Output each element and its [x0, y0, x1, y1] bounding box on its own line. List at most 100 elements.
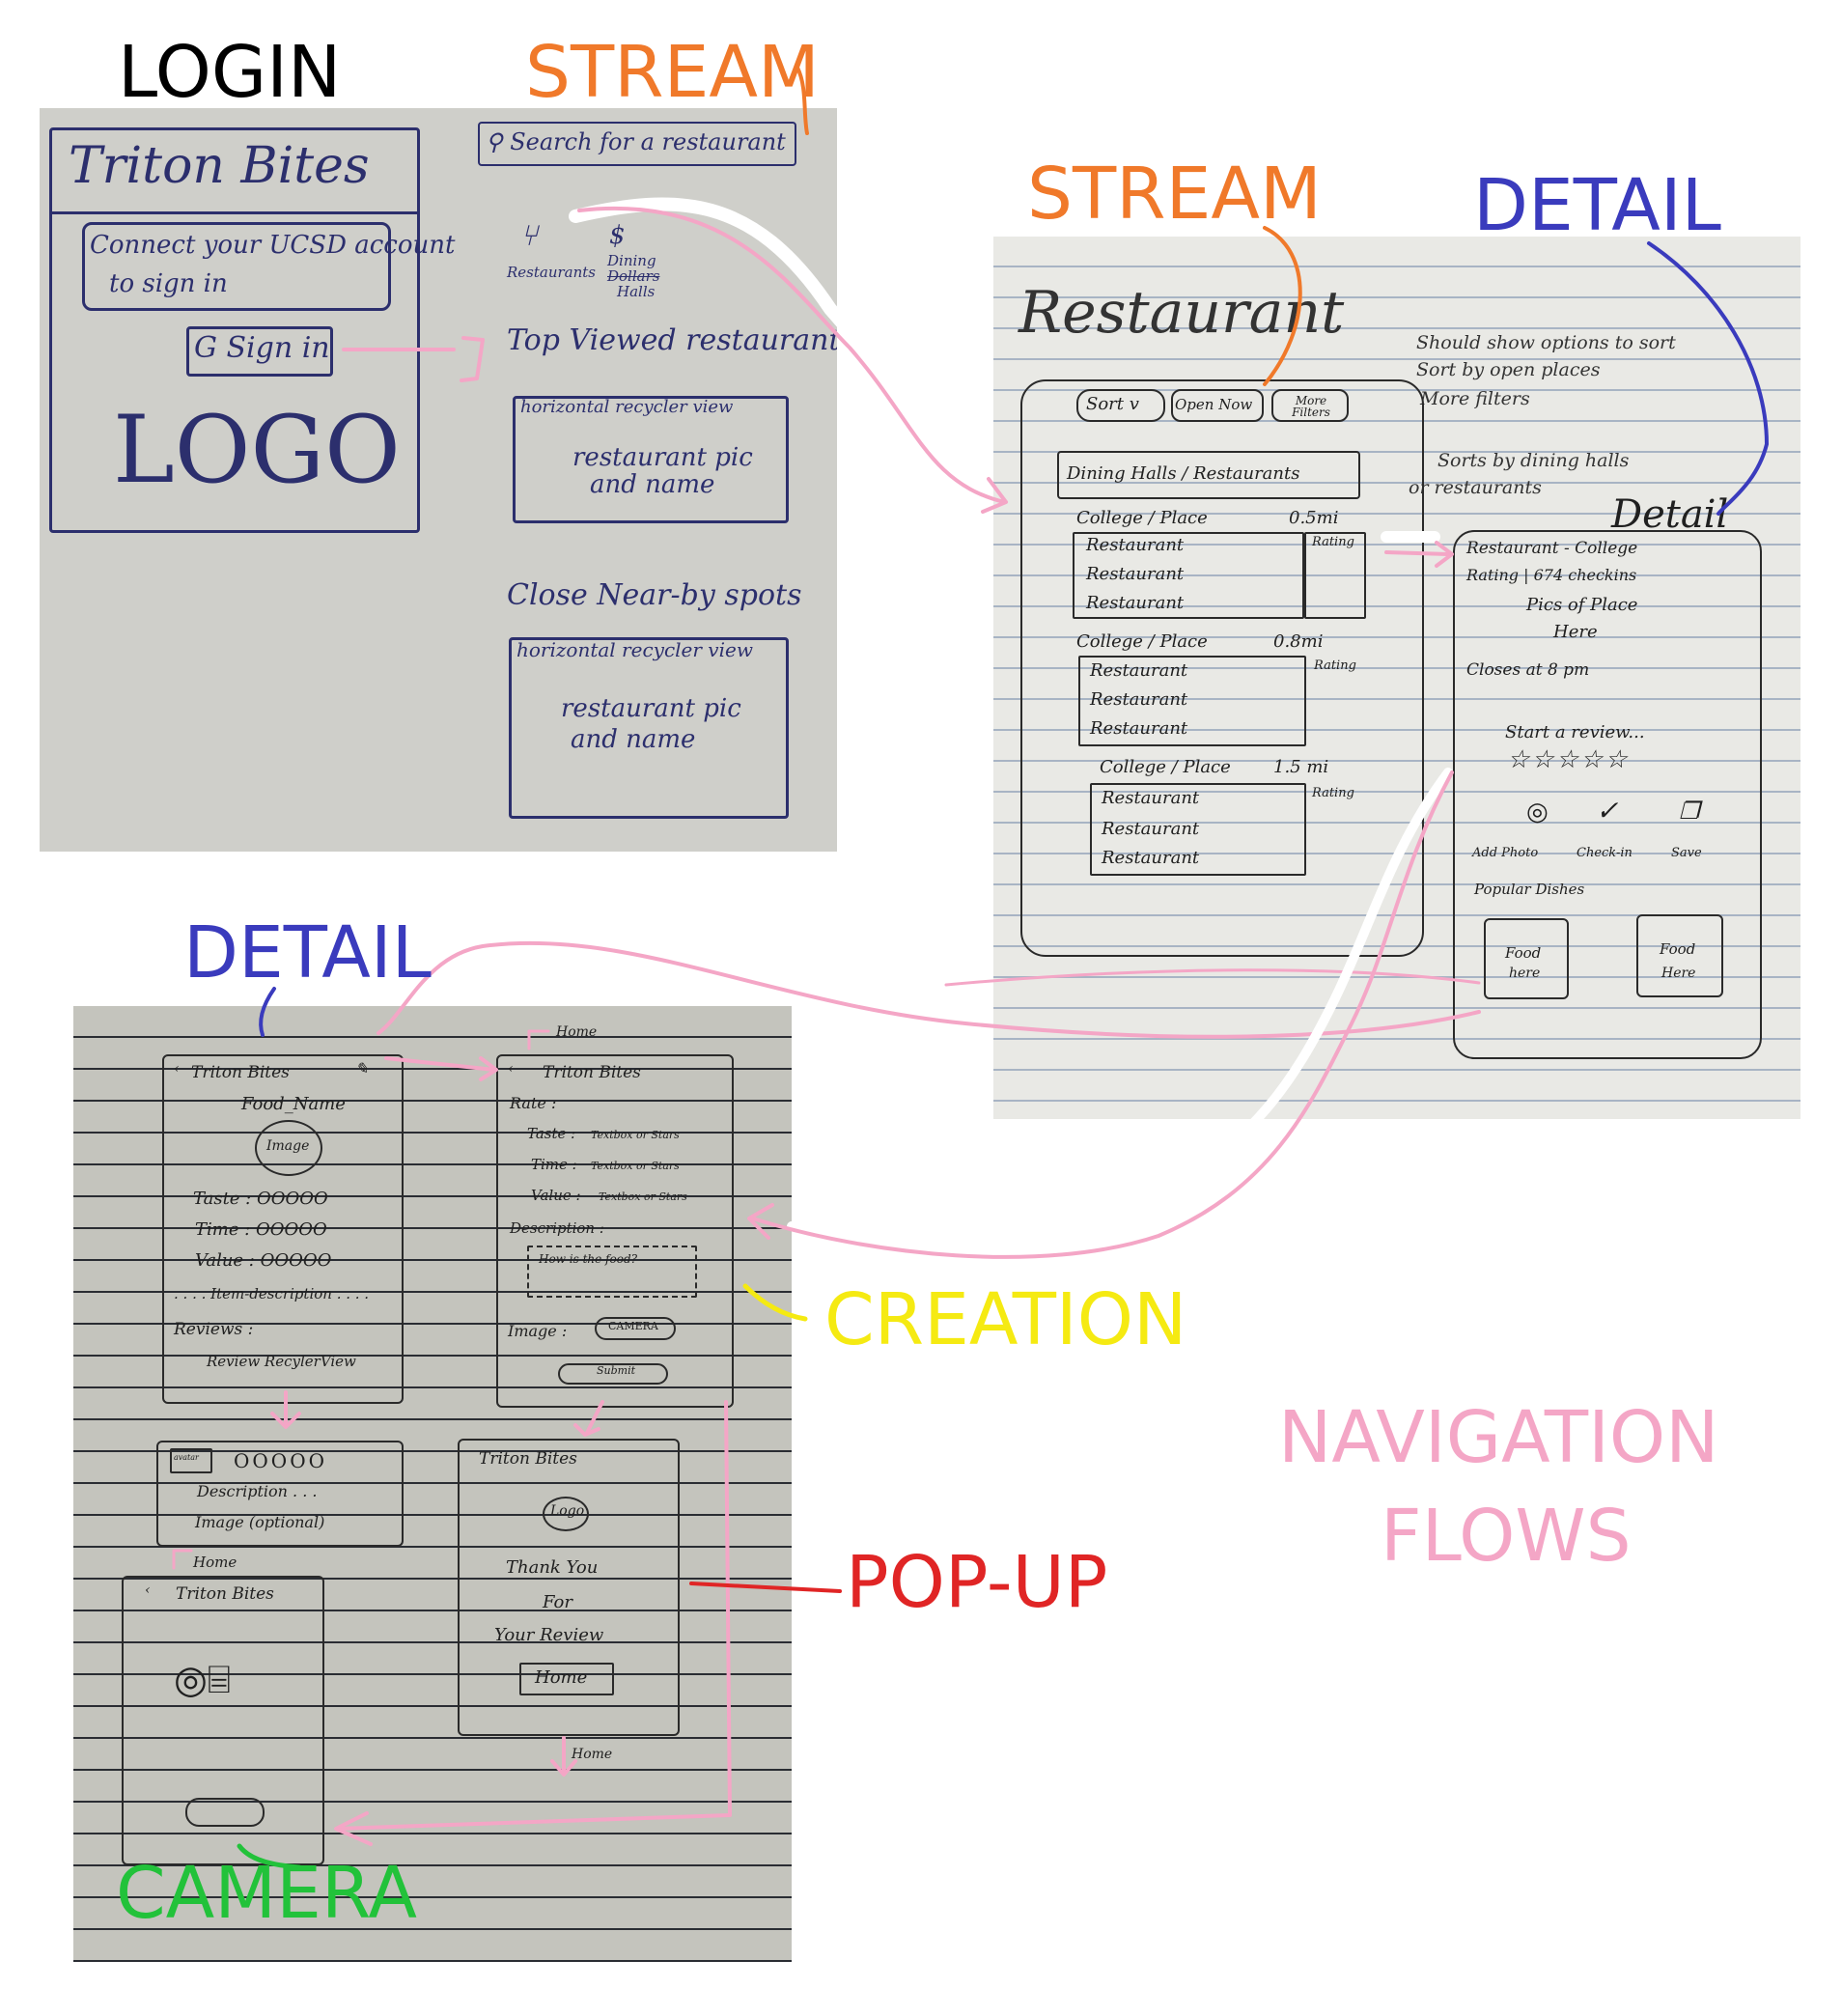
navigation-flows-line1: NAVIGATION	[1278, 1396, 1719, 1479]
detail-closes: Closes at 8 pm	[1466, 660, 1590, 680]
list-item[interactable]: Restaurant	[1086, 593, 1185, 613]
group-rating-col	[1304, 532, 1366, 619]
stream-to-restaurant-white-line	[569, 197, 953, 451]
camera-phone	[122, 1576, 324, 1865]
more-filters-button[interactable]	[1271, 389, 1349, 422]
list-item[interactable]: Restaurant	[1090, 718, 1188, 739]
creation-taste-label: Taste :	[527, 1125, 576, 1142]
group-list	[1090, 783, 1306, 876]
detail-star-rating[interactable]: ☆☆☆☆☆	[1507, 745, 1630, 774]
submit-button[interactable]	[558, 1363, 668, 1385]
food-detail-phone	[162, 1054, 404, 1404]
more-filters-label: More Filters	[1292, 394, 1330, 419]
stream-search-box[interactable]	[478, 122, 796, 166]
login-connect-line1: Connect your UCSD account	[90, 231, 456, 260]
stream-top-viewed-box-label: horizontal recycler view	[520, 397, 734, 417]
creation-home-arrow	[527, 1029, 550, 1050]
detail-label-bottom: DETAIL	[183, 911, 432, 994]
avatar-label: avatar	[174, 1453, 199, 1462]
list-item[interactable]: Restaurant	[1102, 848, 1200, 868]
restaurant-note-sort: Should show options to sort	[1416, 332, 1676, 353]
stream-to-restaurant-arrowhead	[981, 477, 1008, 514]
stream-search-label: Search for a restaurant	[510, 128, 786, 155]
creation-phone	[496, 1054, 734, 1408]
detail-pics2: Here	[1553, 622, 1598, 642]
review-card	[156, 1441, 404, 1547]
login-phone-frame	[49, 127, 420, 533]
popup-home-label: Home	[535, 1667, 588, 1688]
google-signin-button[interactable]	[186, 326, 333, 377]
food-name: Food_Name	[241, 1094, 346, 1114]
camera-button[interactable]	[595, 1317, 676, 1340]
popup-home-link[interactable]: Home	[572, 1747, 613, 1762]
review-description: Description . . .	[197, 1482, 318, 1500]
restaurant-title: Restaurant	[1019, 279, 1345, 347]
creation-label: CREATION	[824, 1278, 1187, 1361]
back-icon[interactable]: ‹	[508, 1061, 514, 1077]
list-item[interactable]: Restaurant	[1102, 788, 1200, 808]
open-now-button[interactable]	[1171, 389, 1264, 422]
popup-home-button[interactable]	[519, 1663, 614, 1695]
creation-to-popup-arrow	[585, 1400, 604, 1435]
dining-toggle[interactable]	[1057, 451, 1360, 499]
creation-home-link[interactable]: Home	[556, 1024, 598, 1040]
login-stream-sketch-photo: Triton Bites Connect your UCSD account t…	[40, 108, 837, 852]
stream-to-restaurant-arrow	[577, 206, 1006, 504]
detail-right-label-tick	[1647, 241, 1769, 516]
creation-value-label: Value :	[531, 1187, 581, 1204]
group-distance: 0.5mi	[1289, 508, 1339, 528]
submit-button-label: Submit	[597, 1364, 636, 1377]
creation-time-hint: Textbox or Stars	[591, 1160, 680, 1172]
list-item[interactable]: Restaurant	[1090, 660, 1188, 681]
stream-right-label-tick	[1263, 226, 1302, 386]
bookmark-icon[interactable]: ❐	[1679, 798, 1700, 825]
creation-to-camera-arrowhead	[334, 1811, 373, 1846]
detail-line2: Rating | 674 checkins	[1466, 566, 1637, 584]
stream-top-viewed-content2: and name	[590, 470, 715, 499]
magnifier-icon: ⚲	[486, 128, 503, 155]
login-connect-box	[82, 222, 391, 311]
list-item[interactable]: Restaurant	[1086, 564, 1185, 584]
food-card[interactable]	[1484, 918, 1569, 999]
review-stars: OOOOO	[234, 1449, 327, 1472]
camera-home-arrow	[172, 1549, 193, 1570]
popup-label-tick	[689, 1582, 842, 1593]
popup-thanks2: For	[543, 1592, 572, 1612]
description-input[interactable]	[527, 1246, 697, 1298]
food-card-line2: here	[1509, 966, 1541, 981]
back-icon[interactable]: ‹	[174, 1061, 180, 1077]
list-item[interactable]: Restaurant	[1102, 819, 1200, 839]
camera-label: CAMERA	[116, 1852, 417, 1935]
popup-logo	[543, 1497, 589, 1531]
pencil-icon[interactable]: ✎	[355, 1059, 369, 1078]
sort-button-label: Sort v	[1086, 394, 1139, 414]
detail-action-checkin: Check-in	[1577, 846, 1633, 860]
stream-label-top: STREAM	[525, 31, 820, 114]
sort-button[interactable]	[1076, 389, 1165, 422]
creation-rate: Rate :	[510, 1094, 557, 1112]
food-value: Value : OOOOO	[195, 1250, 332, 1271]
back-icon[interactable]: ‹	[145, 1582, 151, 1598]
check-in-icon[interactable]: ✓	[1596, 795, 1619, 826]
stream-close-box	[509, 637, 789, 819]
creation-value-hint: Textbox or Stars	[599, 1190, 687, 1203]
restaurant-phone-frame	[1020, 379, 1424, 957]
description-placeholder: How is the food?	[539, 1252, 638, 1266]
list-item[interactable]: Restaurant	[1086, 535, 1185, 555]
camera-home-link[interactable]: Home	[193, 1554, 237, 1571]
detail-pics1: Pics of Place	[1526, 595, 1638, 615]
camera-icon[interactable]: ◎	[1526, 798, 1549, 826]
shutter-button[interactable]	[185, 1798, 265, 1827]
list-item[interactable]: Restaurant	[1090, 689, 1188, 710]
avatar	[170, 1448, 212, 1473]
detail-phone-frame	[1453, 530, 1762, 1059]
food-card-line1: Food	[1660, 940, 1696, 958]
restaurant-to-detail-arrow	[1384, 550, 1450, 556]
food-card[interactable]	[1636, 914, 1723, 997]
creation-label-tick	[742, 1283, 808, 1322]
creation-description-label: Description :	[510, 1219, 604, 1237]
detail-label-right: DETAIL	[1473, 164, 1721, 247]
login-logo-text: LOGO	[113, 396, 401, 504]
food-card-line2: Here	[1661, 966, 1696, 981]
stream-cat-dining-struck: Dollars	[607, 267, 660, 285]
